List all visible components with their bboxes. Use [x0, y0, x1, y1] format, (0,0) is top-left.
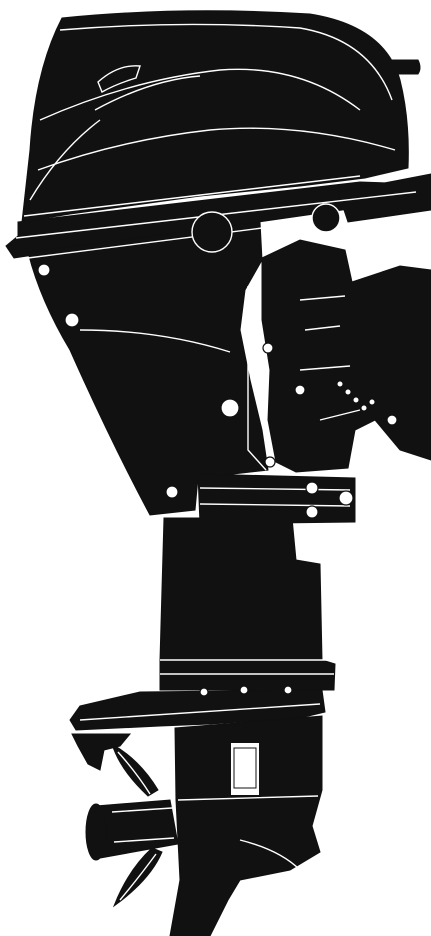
- bolt-bracket-4: [386, 414, 398, 426]
- propeller-blade-upper: [111, 742, 159, 797]
- lower-cowling: [27, 221, 269, 516]
- linkage-hole-2: [344, 388, 352, 396]
- bolt-bracket-3: [264, 456, 276, 468]
- bolt-midsection: [220, 398, 240, 418]
- clamp-bracket: [261, 239, 431, 473]
- stern-plate-line-2: [199, 503, 351, 507]
- gearcase-window: [229, 741, 261, 797]
- linkage-hole-1: [336, 380, 344, 388]
- driveshaft-housing: [159, 517, 336, 691]
- bolt-plate-2: [239, 685, 249, 695]
- cowling-contour-3: [37, 127, 396, 171]
- bolt-stern-3: [305, 505, 319, 519]
- plate-line: [79, 703, 321, 721]
- stern-plate-line-1: [199, 487, 351, 491]
- bolt-plate-3: [283, 685, 293, 695]
- hub-line: [111, 807, 173, 813]
- trim-fin: [71, 733, 132, 771]
- linkage-hole-3: [352, 396, 360, 404]
- cowling-port-large: [191, 211, 233, 253]
- engine-cowling: [21, 10, 409, 223]
- gearcase-line: [177, 795, 319, 801]
- cowling-latch: [377, 59, 421, 75]
- cowling-vent-badge: [97, 65, 141, 94]
- linkage-hole-5: [368, 398, 376, 406]
- cowling-contour-5: [29, 119, 101, 201]
- tiller-arm: [337, 173, 431, 223]
- lower-cowling-contour: [79, 329, 231, 353]
- cowling-edge: [23, 175, 361, 217]
- lower-cowling-edge: [247, 286, 267, 471]
- gearcase: [169, 715, 323, 936]
- cowling-contour-1: [59, 23, 393, 101]
- bolt-plate-1: [199, 687, 209, 697]
- bolt-bracket-2: [294, 384, 306, 396]
- cowling-port-small: [311, 203, 341, 233]
- exhaust-outlet: [85, 803, 107, 861]
- cowling-contour-2: [39, 68, 361, 121]
- bracket-lines: [299, 295, 361, 421]
- bolt-cowling-left: [37, 263, 51, 277]
- hub-line-2: [113, 837, 175, 843]
- bolt-stern-2: [338, 490, 354, 506]
- blade-edge: [117, 751, 151, 795]
- bolt-lower-left: [165, 485, 179, 499]
- blade-edge-2: [119, 853, 157, 901]
- linkage-hole-4: [360, 404, 368, 412]
- gearcase-window-inner: [233, 747, 257, 789]
- stern-plate: [197, 473, 356, 525]
- bolt-stern-1: [305, 481, 319, 495]
- bolt-bracket-1: [262, 342, 274, 354]
- bolt-lower-cowling: [64, 312, 80, 328]
- cowling-contour-4: [94, 75, 201, 111]
- gearcase-nose: [239, 839, 301, 871]
